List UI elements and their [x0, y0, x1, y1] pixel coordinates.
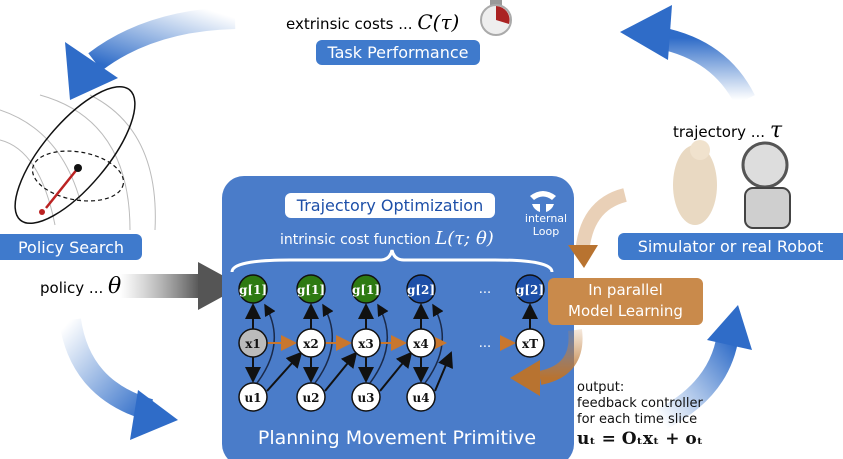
control-node-u: u2	[296, 382, 326, 412]
state-node-x: x2	[296, 328, 326, 358]
svg-text:g[1]: g[1]	[297, 283, 325, 297]
control-node-u: u1	[238, 382, 268, 412]
loop-icon	[530, 191, 556, 212]
svg-text:u4: u4	[412, 391, 429, 405]
intrinsic-cost-label: intrinsic cost function L(τ; θ)	[280, 228, 494, 249]
cost-node-g: g[1]	[238, 274, 268, 304]
controller-formula: uₜ = Oₜxₜ + oₜ	[577, 429, 704, 449]
cost-node-g: g[2]	[406, 274, 436, 304]
state-node-x: x3	[351, 328, 381, 358]
state-node-x: x1	[238, 328, 268, 358]
planning-movement-primitive-label: Planning Movement Primitive	[257, 427, 537, 449]
cost-node-g: g[2]	[515, 274, 545, 304]
svg-text:g[2]: g[2]	[516, 283, 544, 297]
extrinsic-costs-label: extrinsic costs ... C(τ)	[286, 10, 460, 34]
policy-search-contours	[0, 85, 156, 231]
edge-u-to-next-x	[379, 351, 413, 392]
cycle-arrow-bottom-left	[59, 318, 178, 440]
graph-edges	[245, 303, 538, 392]
svg-text:x1: x1	[245, 337, 261, 351]
policy-arrow	[120, 262, 242, 310]
ellipsis: ...	[479, 282, 491, 297]
svg-text:x3: x3	[358, 337, 374, 351]
simulator-label: Simulator or real Robot	[618, 233, 843, 260]
svg-text:x2: x2	[303, 337, 319, 351]
svg-text:u2: u2	[302, 391, 319, 405]
state-node-x: x4	[406, 328, 436, 358]
svg-text:xT: xT	[522, 337, 538, 351]
graph-nodes: g[1] g[1] g[1] g[2] g[2] x1 x2 x3 x4 xT u1 u2 u3 u4..…	[238, 274, 545, 412]
edge-u-to-next-x	[266, 351, 303, 392]
edge-u-to-next-x	[434, 351, 453, 392]
robot-images	[673, 140, 791, 229]
svg-text:g[2]: g[2]	[407, 283, 435, 297]
stopwatch-icon	[480, 0, 512, 36]
task-performance-label: Task Performance	[316, 40, 480, 65]
internal-loop-arrow	[510, 188, 628, 396]
cycle-arrow-top-right	[620, 5, 755, 106]
cost-node-g: g[1]	[296, 274, 326, 304]
trajectory-label: trajectory ... τ	[673, 118, 783, 143]
svg-text:u3: u3	[357, 391, 374, 405]
state-node-x: xT	[515, 328, 545, 358]
trajectory-optimization-title: Trajectory Optimization	[285, 193, 495, 218]
policy-label: policy ... θ	[40, 274, 122, 299]
cycle-arrow-top-left	[65, 7, 236, 100]
brace	[230, 249, 554, 273]
svg-text:u1: u1	[244, 391, 261, 405]
ellipsis: ...	[479, 336, 491, 351]
svg-text:g[1]: g[1]	[239, 283, 267, 297]
svg-text:g[1]: g[1]	[352, 283, 380, 297]
control-node-u: u3	[351, 382, 381, 412]
edge-u-to-next-x	[324, 351, 358, 392]
svg-text:x4: x4	[413, 337, 429, 351]
cost-node-g: g[1]	[351, 274, 381, 304]
policy-search-label: Policy Search	[0, 234, 142, 260]
control-node-u: u4	[406, 382, 436, 412]
cycle-arrow-bottom-right	[654, 305, 752, 430]
